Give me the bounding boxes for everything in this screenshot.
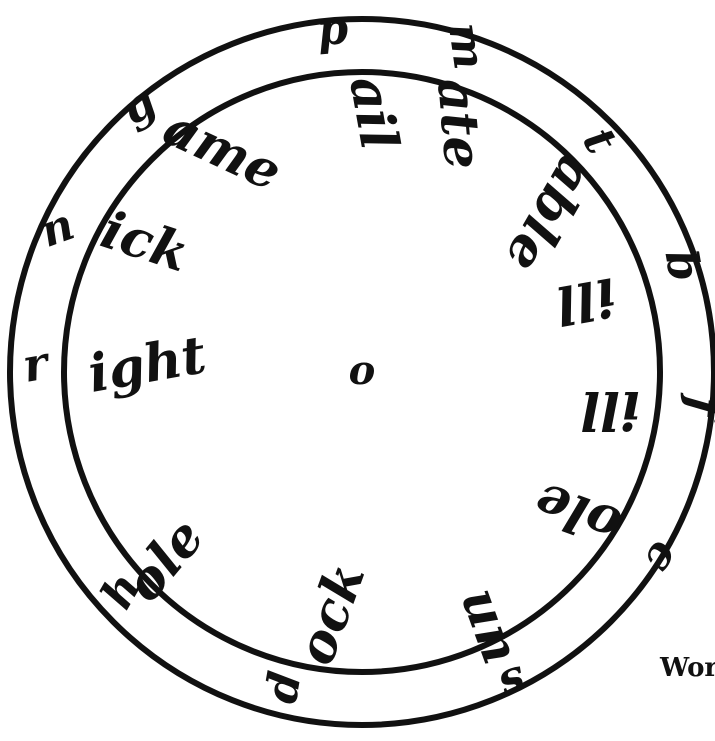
inner-ending-ick: ick	[94, 199, 196, 284]
outer-letter-p: p	[315, 3, 350, 57]
inner-ending-ame: ame	[155, 96, 291, 203]
outer-letter-m: m	[438, 19, 495, 72]
inner-ending-ole-1: ole	[526, 470, 629, 557]
outer-letter-n: n	[33, 199, 81, 258]
outer-letter-r: r	[19, 335, 56, 393]
inner-ending-ight: ight	[84, 324, 211, 405]
inner-ending-ate: ate	[425, 76, 494, 172]
outer-letter-c: c	[634, 533, 692, 582]
inner-ending-ock: ock	[285, 555, 377, 672]
outer-letter-t: t	[572, 119, 626, 162]
center-pivot-mark: o	[349, 347, 376, 394]
inner-ending-ill-2: ill	[581, 379, 640, 440]
caption-fragment: Wor	[659, 653, 715, 683]
inner-ending-ill-1: ill	[551, 265, 620, 335]
inner-ending-able: able	[492, 146, 606, 283]
outer-letter-d: d	[256, 668, 312, 707]
inner-ending-ail: ail	[337, 72, 410, 155]
